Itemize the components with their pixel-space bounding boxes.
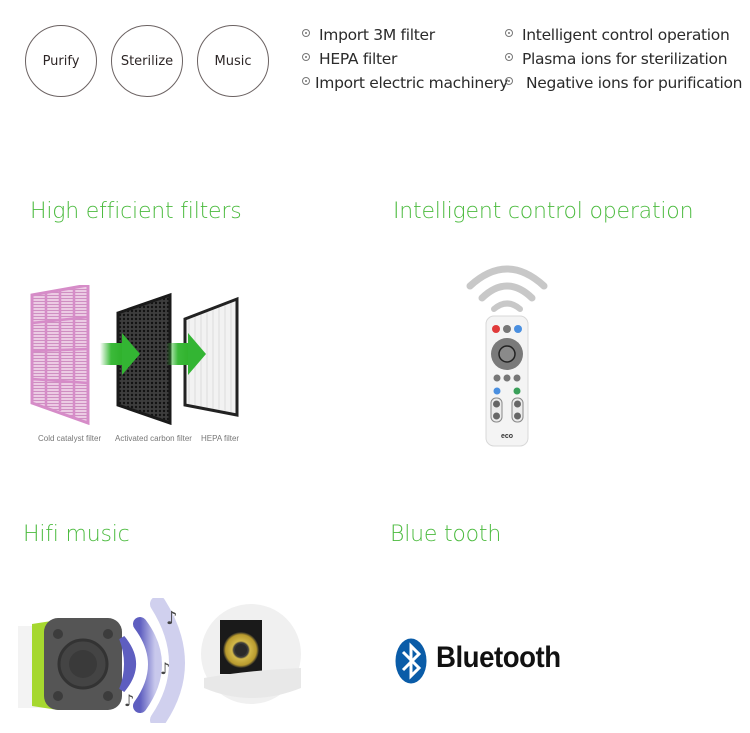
badge-label: Music xyxy=(214,53,252,69)
activated-carbon-filter-icon xyxy=(116,292,172,425)
hifi-music-illustration: ♪ ♪ ♪ xyxy=(18,598,301,723)
feature-item: Plasma ions for sterilization xyxy=(505,50,728,68)
feature-label: Plasma ions for sterilization xyxy=(522,50,728,68)
svg-text:♪: ♪ xyxy=(166,608,178,629)
bullet-icon xyxy=(505,29,513,37)
caption-hepa: HEPA filter xyxy=(201,434,240,443)
wifi-signal-icon xyxy=(466,265,548,312)
caption-activated-carbon: Activated carbon filter xyxy=(115,434,192,443)
sound-wave-icon: ♪ ♪ ♪ xyxy=(119,598,185,723)
remote-control-illustration: eco xyxy=(466,265,548,447)
badge-label: Sterilize xyxy=(120,53,174,69)
arrow-right-icon xyxy=(166,333,206,375)
speaker-closeup-icon xyxy=(201,604,301,704)
bullet-icon xyxy=(302,53,310,61)
section-title-bluetooth: Blue tooth xyxy=(390,522,502,547)
filters-illustration xyxy=(30,285,239,425)
section-title-filters: High efficient filters xyxy=(30,199,242,224)
feature-label: HEPA filter xyxy=(319,50,398,68)
feature-item: Negative ions for purification xyxy=(505,74,742,92)
svg-text:eco: eco xyxy=(501,433,513,440)
bluetooth-icon xyxy=(395,638,427,684)
feature-label: Import electric machinery xyxy=(315,74,509,92)
feature-item: Import 3M filter xyxy=(302,26,435,44)
feature-label: Intelligent control operation xyxy=(522,26,730,44)
arrow-right-icon xyxy=(100,333,140,375)
feature-item: Import electric machinery xyxy=(302,74,508,92)
feature-item: HEPA filter xyxy=(302,50,397,68)
section-title-control: Intelligent control operation xyxy=(393,199,694,224)
bullet-icon xyxy=(302,77,310,85)
badge-label: Purify xyxy=(42,53,80,69)
svg-text:♪: ♪ xyxy=(124,691,134,710)
speaker-icon xyxy=(18,618,122,710)
feature-label: Import 3M filter xyxy=(319,26,435,44)
svg-text:♪: ♪ xyxy=(160,659,170,678)
caption-cold-catalyst: Cold catalyst filter xyxy=(38,434,102,443)
badge-music: Music xyxy=(197,25,269,97)
cold-catalyst-filter-icon xyxy=(30,285,90,425)
bullet-icon xyxy=(505,53,513,61)
feature-label: Negative ions for purification xyxy=(526,74,743,92)
remote-icon: eco xyxy=(485,315,529,447)
bullet-icon xyxy=(505,77,513,85)
feature-item: Intelligent control operation xyxy=(505,26,730,44)
badge-sterilize: Sterilize xyxy=(111,25,183,97)
section-title-music: Hifi music xyxy=(23,522,130,547)
bluetooth-logo-text: Bluetooth xyxy=(436,641,561,674)
badge-purify: Purify xyxy=(25,25,97,97)
hepa-filter-icon xyxy=(183,296,239,417)
bullet-icon xyxy=(302,29,310,37)
